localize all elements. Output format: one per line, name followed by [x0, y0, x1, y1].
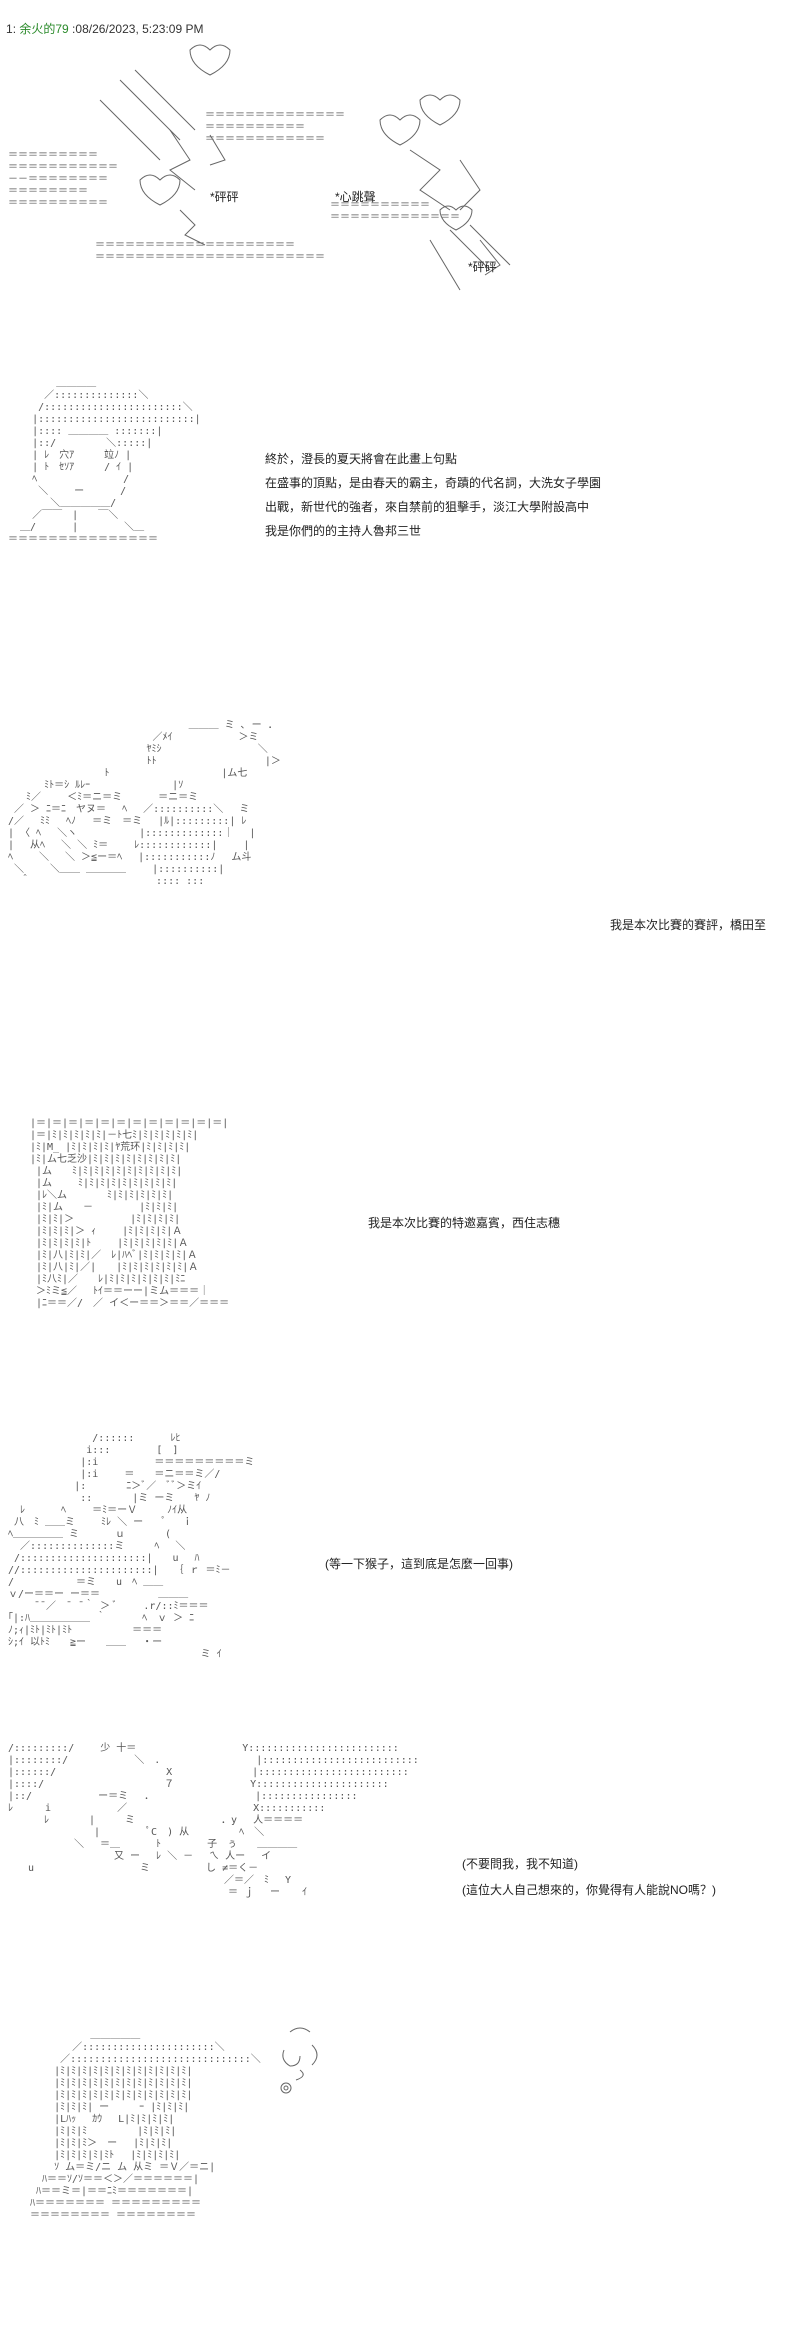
- dialogue-panel6-1: (不要問我，我不知道): [462, 1857, 578, 1871]
- commentator-dialogue: 我是本次比賽的賽評，橋田至: [610, 918, 767, 932]
- panel-4-guest: |＝|＝|＝|＝|＝|＝|＝|＝|＝|＝|＝|＝| |＝|ﾐ|ﾐ|ﾐ|ﾐ|ﾐ|－…: [0, 1110, 800, 1410]
- confusion-swirl-drawing: [280, 2027, 318, 2094]
- panel-5-confusion: /:::::: ﾚﾋ i::: [ ] |:i ＝＝＝＝＝＝＝＝＝ミ |:i ＝…: [0, 1425, 800, 1725]
- ascii-art-lines-right: ＝＝＝＝＝＝＝＝＝＝ ＝＝＝＝＝＝＝＝＝＝＝＝＝: [330, 200, 460, 223]
- panel-1-heartbeat: ＝＝＝＝＝＝＝＝＝ ＝＝＝＝＝＝＝＝＝＝＝ －－＝＝＝＝＝＝＝＝ ＝＝＝＝＝＝＝…: [0, 40, 800, 340]
- post-timestamp: 08/26/2023, 5:23:09 PM: [75, 22, 204, 36]
- guest-dialogue: 我是本次比賽的特邀嘉賓，西住志穗: [368, 1216, 561, 1230]
- ascii-art-commentator: ＿＿＿ ミ ､ ー ． ／ﾒｲ ＞ミ ﾔﾐｼ ＼ ﾄﾄ |＞ ﾄ |ム七 ﾐﾄ＝…: [8, 720, 281, 887]
- panel-3-commentator: ＿＿＿ ミ ､ ー ． ／ﾒｲ ＞ミ ﾔﾐｼ ＼ ﾄﾄ |＞ ﾄ |ム七 ﾐﾄ＝…: [0, 720, 800, 1100]
- ascii-art-panel5: /:::::: ﾚﾋ i::: [ ] |:i ＝＝＝＝＝＝＝＝＝ミ |:i ＝…: [8, 1433, 255, 1660]
- post-number: 1: [6, 22, 13, 36]
- panel-2-host: ＿＿＿＿ ／::::::::::::::＼ /:::::::::::::::::…: [0, 370, 800, 700]
- panel-7-silent: ＿＿＿＿＿ ／::::::::::::::::::::::＼ ／::::::::…: [0, 2020, 800, 2330]
- panel-6-dont-ask: /:::::::::/ 少 十＝ Y::::::::::::::::::::::…: [0, 1735, 800, 2005]
- ascii-art-lines-bottom: ＝＝＝＝＝＝＝＝＝＝＝＝＝＝＝＝＝＝＝＝ ＝＝＝＝＝＝＝＝＝＝＝＝＝＝＝＝＝＝＝…: [95, 240, 325, 263]
- dialogue-panel5: (等一下猴子，這到底是怎麼一回事): [325, 1557, 513, 1571]
- host-dialogue-1: 終於，澄長的夏天將會在此畫上句點: [265, 452, 458, 466]
- ascii-art-lines-left: ＝＝＝＝＝＝＝＝＝ ＝＝＝＝＝＝＝＝＝＝＝ －－＝＝＝＝＝＝＝＝ ＝＝＝＝＝＝＝…: [8, 150, 118, 209]
- poster-name[interactable]: 余火的79: [19, 22, 69, 36]
- dialogue-panel6-2: (這位大人自己想來的，你覺得有人能說NO嗎？): [462, 1883, 716, 1897]
- ascii-art-lines-center: ＝＝＝＝＝＝＝＝＝＝＝＝＝＝ ＝＝＝＝＝＝＝＝＝＝ ＝＝＝＝＝＝＝＝＝＝＝＝: [205, 110, 345, 145]
- host-dialogue-4: 我是你們的的主持人魯邦三世: [265, 524, 422, 538]
- sfx-thump-left: *砰砰: [210, 190, 239, 204]
- sfx-heartbeat: *心跳聲: [335, 190, 376, 204]
- ascii-art-guest: |＝|＝|＝|＝|＝|＝|＝|＝|＝|＝|＝|＝| |＝|ﾐ|ﾐ|ﾐ|ﾐ|ﾐ|－…: [30, 1118, 230, 1309]
- ascii-art-panel6: /:::::::::/ 少 十＝ Y::::::::::::::::::::::…: [8, 1743, 419, 1898]
- host-dialogue-2: 在盛事的頂點，是由春天的霸主，奇蹟的代名詞，大洗女子學園: [265, 476, 602, 490]
- ascii-art-host: ＿＿＿＿ ／::::::::::::::＼ /:::::::::::::::::…: [8, 378, 201, 545]
- post-header: 1: 余火的79 :08/26/2023, 5:23:09 PM: [6, 22, 204, 36]
- host-dialogue-3: 出戰，新世代的強者，來自禁前的狙擊手，淡江大學附設高中: [265, 500, 590, 514]
- ascii-art-panel7: ＿＿＿＿＿ ／::::::::::::::::::::::＼ ／::::::::…: [30, 2030, 261, 2221]
- sfx-thump-right: *砰砰: [468, 260, 497, 274]
- heart-burst-drawing: [99, 44, 511, 291]
